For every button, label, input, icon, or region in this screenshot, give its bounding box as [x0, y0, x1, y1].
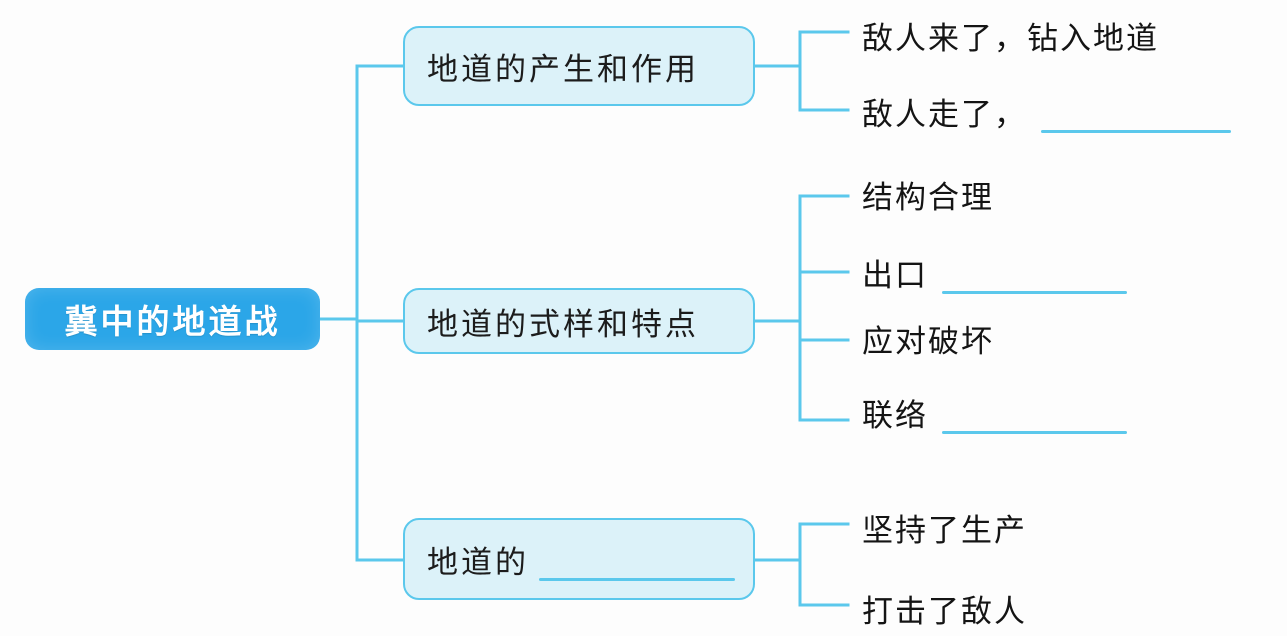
- branch-node-3-blank-line[interactable]: [539, 578, 735, 581]
- leaf-item: 应对破坏: [862, 316, 994, 361]
- leaf-label: 出口: [862, 258, 928, 293]
- leaf-label: 结构合理: [862, 180, 994, 215]
- leaf-item: 敌人来了，钻入地道: [862, 13, 1159, 58]
- root-node-label: 冀中的地道战: [64, 305, 281, 341]
- leaf-item: 结构合理: [862, 172, 994, 217]
- branch-node-1[interactable]: 地道的产生和作用: [403, 26, 755, 106]
- leaf-blank-line[interactable]: [942, 431, 1127, 434]
- leaf-item: 敌人走了，: [862, 89, 1231, 134]
- branch-node-1-label: 地道的产生和作用: [427, 51, 699, 87]
- leaf-label: 打击了敌人: [862, 594, 1027, 629]
- leaf-blank-line[interactable]: [942, 291, 1127, 294]
- leaf-label: 敌人走了，: [862, 97, 1027, 132]
- leaf-label: 应对破坏: [862, 324, 994, 359]
- leaf-item: 出口: [862, 250, 1127, 295]
- branch-node-2-label: 地道的式样和特点: [427, 306, 699, 342]
- branch-node-3-label: 地道的: [427, 544, 529, 580]
- leaf-item: 坚持了生产: [862, 505, 1027, 550]
- leaf-label: 敌人来了，钻入地道: [862, 21, 1159, 56]
- branch-node-3[interactable]: 地道的: [403, 518, 755, 600]
- leaf-item: 打击了敌人: [862, 586, 1027, 631]
- leaf-label: 坚持了生产: [862, 513, 1027, 548]
- leaf-item: 联络: [862, 390, 1127, 435]
- leaf-blank-line[interactable]: [1041, 130, 1231, 133]
- root-node[interactable]: 冀中的地道战: [25, 288, 320, 350]
- leaf-label: 联络: [862, 398, 928, 433]
- branch-node-2[interactable]: 地道的式样和特点: [403, 288, 755, 354]
